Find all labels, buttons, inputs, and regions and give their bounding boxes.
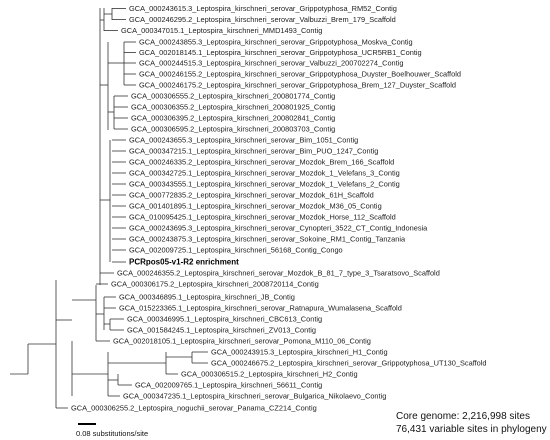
tree-tip-label: GCA_000306255.2_Leptospira_noguchii_sero… [71,404,317,413]
tree-tip-label: GCA_000306515.2_Leptospira_kirschneri_H2… [181,370,358,379]
tree-tip-label: GCA_000343555.1_Leptospira_kirschneri_se… [129,180,400,189]
tree-tip-label: GCA_000306555.2_Leptospira_kirschneri_20… [131,92,335,101]
tree-tip-label: GCA_002018145.1_Leptospira_kirschneri_se… [139,48,422,57]
tree-tip-label: GCA_000347215.1_Leptospira_kirschneri_se… [129,147,378,156]
tree-tip-label: GCA_002009765.1_Leptospira_kirschneri_56… [135,381,322,390]
tree-tip-label: GCA_000243615.3_Leptospira_kirschneri_se… [129,4,397,13]
tree-tip-label: GCA_000246335.2_Leptospira_kirschneri_se… [129,158,394,167]
tree-tip-label: GCA_000347235.1_Leptospira_kirschneri_se… [123,392,386,401]
tree-tip-label: GCA_000342725.1_Leptospira_kirschneri_se… [129,169,400,178]
tree-tip-label-highlighted: PCRpos05-v1-R2 enrichment [129,258,239,267]
tree-tip-label: GCA_000306355.2_Leptospira_kirschneri_20… [131,103,335,112]
tree-tip-label: GCA_000243655.3_Leptospira_kirschneri_se… [129,136,358,145]
tree-tip-label: GCA_000246155.2_Leptospira_kirschneri_se… [139,70,461,79]
scale-bar: 0.08 substitutions/site [76,423,148,438]
tree-tip-label: GCA_000244515.3_Leptospira_kirschneri_se… [139,59,403,68]
tree-tip-label: GCA_000243915.3_Leptospira_kirschneri_H1… [211,348,388,357]
tree-tip-labels: GCA_000243615.3_Leptospira_kirschneri_se… [71,4,487,413]
tree-tip-label: GCA_002009725.1_Leptospira_kirschneri_56… [129,246,343,255]
scale-bar-label: 0.08 substitutions/site [76,429,148,438]
tree-tip-label: GCA_000243855.3_Leptospira_kirschneri_se… [139,38,413,47]
tree-tip-label: GCA_000346995.1_Leptospira_kirschneri_CB… [127,315,322,324]
tree-tip-label: GCA_000306595.2_Leptospira_kirschneri_20… [131,125,335,134]
tree-tip-label: GCA_001401895.1_Leptospira_kirschneri_se… [129,202,382,211]
tree-tip-label: GCA_000243875.3_Leptospira_kirschneri_se… [129,235,406,244]
core-genome-note: Core genome: 2,216,998 sites [396,411,530,422]
tree-tip-label: GCA_000243695.3_Leptospira_kirschneri_se… [129,224,428,233]
tree-tip-label: GCA_015223365.1_Leptospira_kirschneri_se… [119,304,402,313]
tree-tip-label: GCA_000246175.2_Leptospira_kirschneri_se… [139,81,456,90]
tree-tip-label: GCA_000772835.2_Leptospira_kirschneri_se… [129,191,374,200]
tree-tip-label: GCA_000246355.2_Leptospira_kirschneri_se… [117,269,440,278]
tree-tip-label: GCA_002018105.1_Leptospira_kirschneri_se… [113,337,371,346]
tree-branches [10,8,208,409]
tree-tip-label: GCA_000346895.1_Leptospira_kirschneri_JB… [119,293,295,302]
variable-sites-note: 76,431 variable sites in phylogeny [396,424,547,435]
tree-tip-label: GCA_000246675.2_Leptospira_kirschneri_se… [211,359,487,368]
tree-tip-label: GCA_010095425.1_Leptospira_kirschneri_se… [129,213,396,222]
tree-tip-label: GCA_000246295.2_Leptospira_kirschneri_se… [129,15,396,24]
tree-tip-label: GCA_000306395.2_Leptospira_kirschneri_20… [131,114,335,123]
tree-tip-label: GCA_000347015.1_Leptospira_kirschneri_MM… [121,26,322,35]
tree-tip-label: GCA_000306175.2_Leptospira_kirschneri_20… [111,280,319,289]
tree-tip-label: GCA_001584245.1_Leptospira_kirschneri_ZV… [127,326,316,335]
